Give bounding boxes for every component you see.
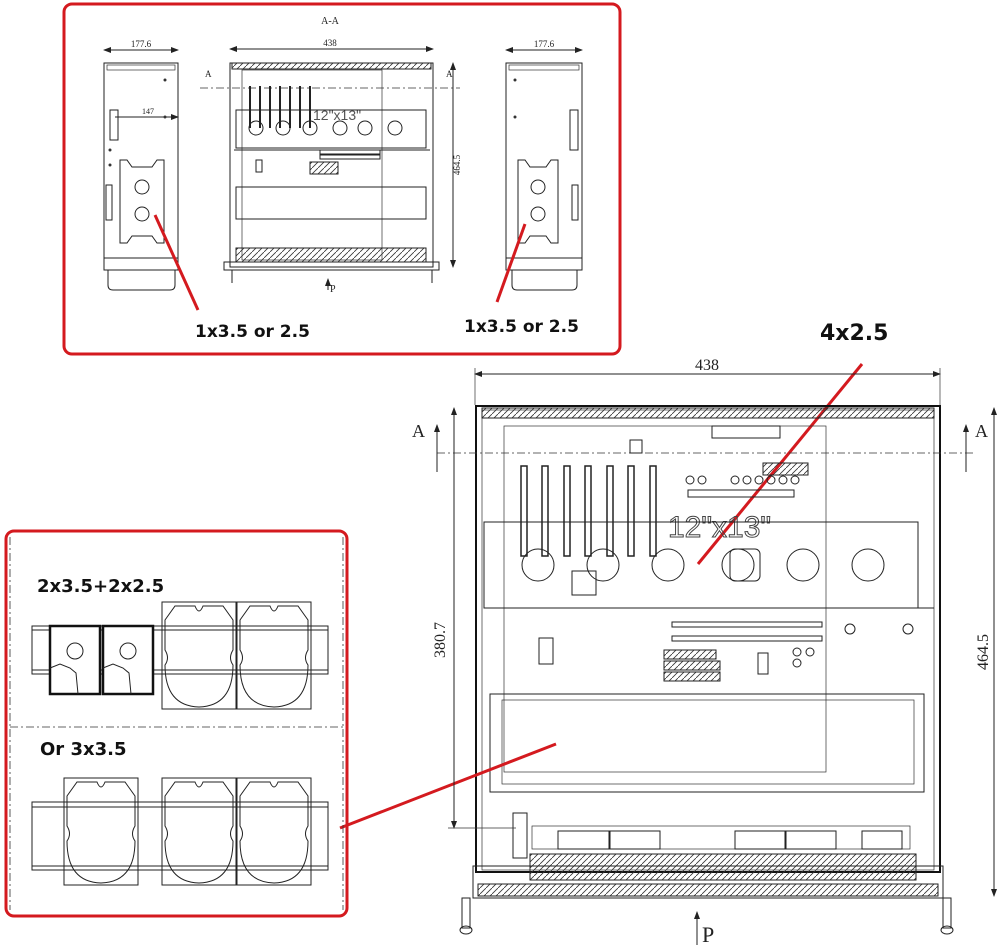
section-label: A-A [321, 16, 340, 27]
svg-text:A: A [446, 69, 453, 79]
width-dim: 438 [695, 357, 719, 374]
drive-2-5-b [101, 624, 155, 696]
svg-text:177.6: 177.6 [131, 39, 152, 49]
svg-text:A: A [412, 421, 425, 441]
top-callout-panel: A-A 177.6 147 438 A A [62, 2, 622, 356]
config-2-label: Or 3x3.5 [40, 739, 126, 760]
drive-3-5-b [236, 601, 312, 710]
center-top-view-small: 438 A A 12"x13" 464.5 P [200, 38, 462, 295]
svg-text:438: 438 [323, 38, 337, 48]
svg-text:P: P [330, 284, 336, 295]
drive-3-5-a [161, 601, 237, 710]
front-mark: P [702, 922, 714, 947]
main-bay-callout: 4x2.5 [820, 321, 888, 346]
left-side-view: 177.6 147 [103, 39, 179, 291]
right-bay-callout: 1x3.5 or 2.5 [464, 317, 579, 337]
svg-text:A: A [975, 421, 988, 441]
svg-text:177.6: 177.6 [534, 39, 555, 49]
svg-text:12"x13": 12"x13" [313, 107, 361, 123]
left-bay-callout: 1x3.5 or 2.5 [195, 322, 310, 342]
bay-callout-leader [339, 742, 557, 830]
svg-text:A: A [205, 69, 212, 79]
left-callout-leader [153, 214, 200, 311]
height-dim: 464.5 [975, 634, 992, 670]
right-callout-leader [495, 223, 527, 303]
board-size-label: 12"x13" [668, 511, 771, 544]
main-top-view: 4x2.5 438 A A 12"x13" [339, 321, 997, 947]
drive-3-5-d [161, 777, 237, 886]
config-1-label: 2x3.5+2x2.5 [37, 576, 164, 597]
drive-2-5-a [48, 624, 102, 696]
right-side-view: 177.6 [505, 39, 583, 291]
bay-config-panel: 2x3.5+2x2.5 Or 3x3.5 [4, 529, 349, 918]
drive-3-5-c [63, 777, 139, 886]
svg-text:147: 147 [142, 107, 154, 116]
drive-3-5-e [236, 777, 312, 886]
depth-dim: 380.7 [432, 622, 449, 658]
svg-text:464.5: 464.5 [452, 154, 462, 175]
